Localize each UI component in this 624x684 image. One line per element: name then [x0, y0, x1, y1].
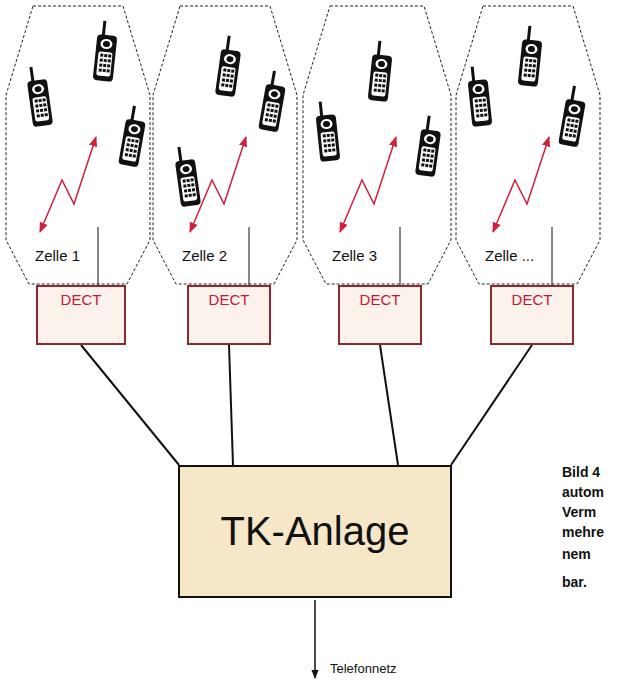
caption-fragment: autom	[562, 484, 604, 500]
antenna-line	[552, 227, 553, 285]
cell-outline	[302, 5, 452, 285]
handset-icon	[258, 70, 288, 133]
trunk-line	[451, 345, 532, 465]
box-label: DECT	[189, 291, 269, 308]
trunk-line	[81, 345, 179, 465]
handset-icon	[368, 40, 394, 102]
dect-base-station: DECT	[338, 285, 422, 345]
handset-icon	[93, 20, 119, 82]
dect-base-station: DECT	[490, 285, 574, 345]
dect-base-station: DECT	[187, 285, 271, 345]
box-label: DECT	[340, 291, 420, 308]
cell-region: Zelle ...	[455, 5, 601, 285]
cell-outline	[455, 5, 601, 285]
trunk-line	[380, 345, 398, 465]
cell-outline	[152, 5, 298, 285]
handset-icon	[558, 85, 588, 148]
caption-fragment: mehre	[562, 524, 604, 540]
caption-fragment: Verm	[562, 504, 596, 520]
cell-label: Zelle 1	[35, 247, 80, 264]
pbx-box: TK-Anlage	[178, 465, 452, 598]
cell-label: Zelle ...	[485, 247, 534, 264]
radio-link	[340, 137, 396, 232]
caption-fragment: nem	[562, 546, 591, 562]
trunk-line	[229, 345, 233, 465]
cell-region: Zelle 3	[302, 5, 452, 285]
handset-icon	[415, 115, 443, 177]
cell-label: Zelle 2	[182, 247, 227, 264]
network-label: Telefonnetz	[330, 661, 397, 676]
radio-link	[493, 137, 549, 232]
box-label: DECT	[38, 291, 124, 308]
network-arrow	[314, 600, 316, 678]
cell-region: Zelle 2	[152, 5, 298, 285]
cell-region: Zelle 1	[5, 5, 151, 285]
handset-icon	[466, 65, 492, 127]
dect-base-station: DECT	[36, 285, 126, 345]
caption-fragment: bar.	[562, 574, 587, 590]
box-label: DECT	[492, 291, 572, 308]
handset-icon	[215, 35, 243, 97]
handset-icon	[173, 145, 201, 207]
radio-link	[40, 137, 96, 232]
caption-fragment: Bild 4	[562, 464, 600, 480]
cell-outline	[5, 5, 151, 285]
cell-label: Zelle 3	[332, 247, 377, 264]
box-label: TK-Anlage	[221, 509, 410, 554]
antenna-line	[98, 227, 99, 285]
handset-icon	[518, 25, 544, 87]
antenna-line	[249, 227, 250, 285]
radio-link	[190, 137, 246, 232]
handset-icon	[118, 105, 148, 168]
handset-icon	[25, 65, 53, 127]
handset-icon	[314, 100, 340, 162]
antenna-line	[400, 227, 401, 285]
